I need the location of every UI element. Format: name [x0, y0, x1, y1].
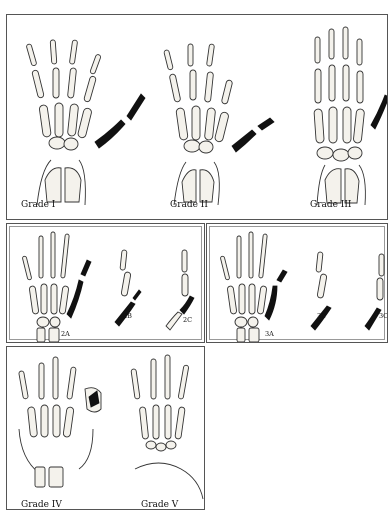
panel-grades-4-5: Grade IV Grade V [6, 346, 205, 510]
label-grade-2: Grade II [170, 200, 208, 210]
label-3c: 3C [379, 312, 388, 320]
hand-drawing-2a [13, 226, 93, 343]
panel-grade-2-subtypes: 2A 2B 2C [6, 223, 205, 343]
thumb-drawing-3b [303, 246, 343, 336]
label-3a: 3A [265, 330, 274, 338]
hand-drawing-3a [211, 226, 291, 343]
label-2a: 2A [61, 330, 70, 338]
hand-drawing-grade-3 [297, 15, 387, 215]
label-2c: 2C [183, 316, 192, 324]
panel-grade-3-subtypes: 3A 3B 3C [206, 223, 388, 343]
label-grade-3: Grade III [310, 200, 351, 210]
panel-grades-1-3: Grade I Grade II [6, 14, 388, 220]
hand-drawing-grade-2 [152, 20, 272, 220]
thumb-drawing-3c [359, 246, 388, 336]
label-grade-4: Grade IV [21, 500, 62, 510]
label-grade-1: Grade I [21, 200, 55, 210]
label-2b: 2B [123, 312, 132, 320]
hand-drawing-grade-1 [17, 20, 137, 220]
hand-drawing-grade-5 [119, 349, 205, 499]
thumb-drawing-2b [107, 244, 147, 334]
label-3b: 3B [317, 312, 326, 320]
label-grade-5: Grade V [141, 500, 178, 510]
thumb-drawing-2c [162, 246, 202, 336]
hand-drawing-grade-4 [9, 349, 109, 499]
